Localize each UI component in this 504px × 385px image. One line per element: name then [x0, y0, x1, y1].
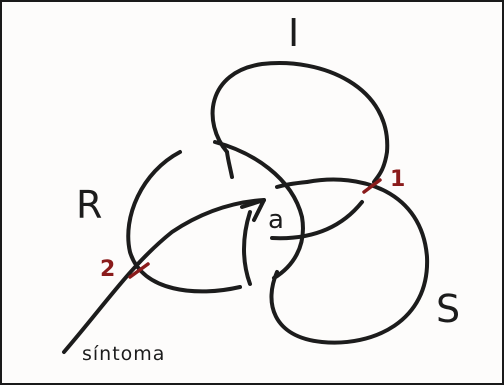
label-mark-1: 1: [390, 167, 405, 192]
ring-I-arc-main: [213, 63, 388, 182]
label-I: I: [288, 11, 299, 55]
ring-I-arc-inner: [272, 202, 362, 238]
label-mark-2: 2: [100, 257, 115, 282]
ring-I-arc-left: [227, 152, 232, 177]
ring-R-arc-main: [128, 152, 240, 291]
label-S: S: [436, 287, 460, 331]
ring-R-arc-inner: [244, 212, 250, 284]
label-sintoma: síntoma: [82, 343, 165, 365]
label-a: a: [268, 205, 284, 235]
label-R: R: [76, 183, 102, 227]
